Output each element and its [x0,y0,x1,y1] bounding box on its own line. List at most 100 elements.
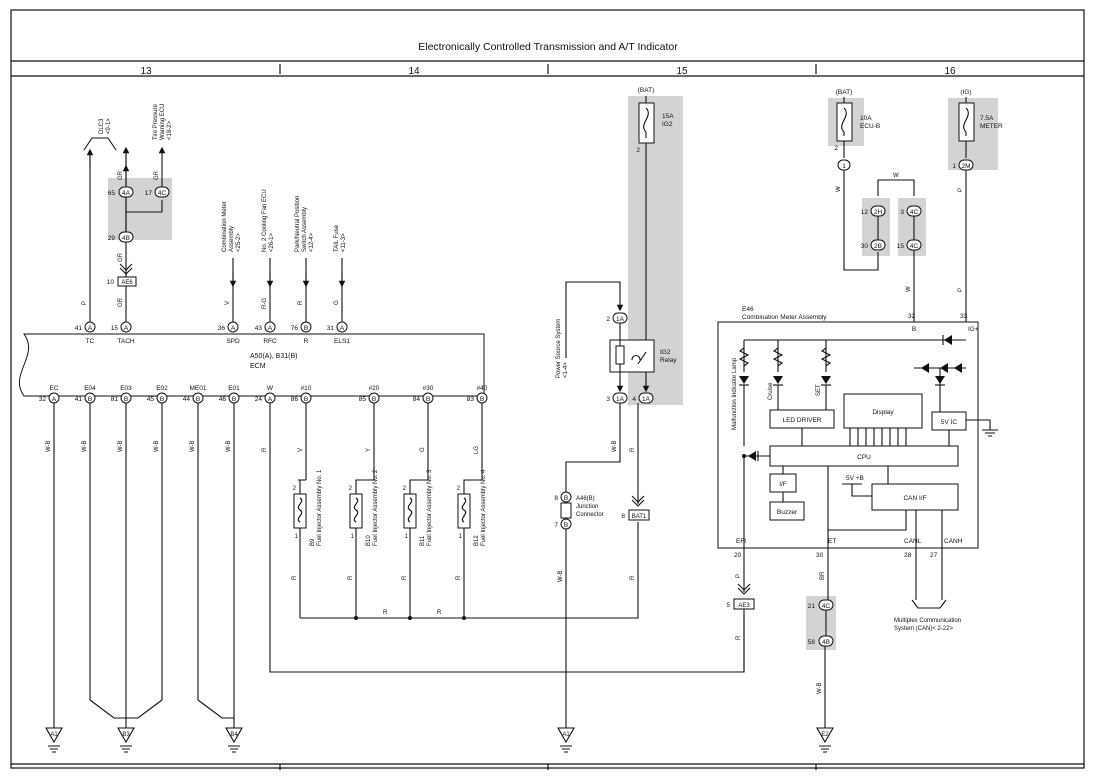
dest-pnp-line2: Switch Assembly [302,207,308,252]
pin-e01-conn-letter: B [232,396,236,403]
wire-color-inj3: G [420,447,426,452]
pin-e02-number: 45 [147,396,155,403]
wire-color-gr-a: GR [118,170,124,180]
ground-e2: E2 [821,732,829,738]
wire-color-e02: W-B [154,440,160,452]
dest-pnp-line3: <12-4> [309,232,315,252]
meter-code: E46 [742,306,754,313]
pin-tc-number: 41 [75,325,83,332]
section-16: 16 [944,66,956,77]
wire-color-p-efi: P [736,574,742,578]
junction-2-relay: 2 [606,316,610,323]
wire-color-e04: W-B [82,440,88,452]
pin-20-label: #20 [369,385,380,392]
connector-2b [870,239,886,251]
meter-label-et: ET [828,538,836,545]
dest-tail-line1: TAIL Fuse [334,224,340,252]
connector-4c-left [154,186,170,198]
power-source: Power Source System <1-4> [556,317,569,378]
section-14: 14 [408,66,420,77]
pin-r-label: R [304,338,309,345]
meter-label-canl: CANL [904,538,922,545]
connector-b-top-label: B [564,495,568,502]
meter-power: (BAT) 10A ECU-B 2 1 W (IG) 7.5A METER 2M… [834,89,1003,368]
junction-65: 65 [108,190,116,197]
dest-tpms-line1: Tire Pressure [153,104,159,140]
dest-dlc3-line2: <9-1> [106,118,112,134]
wire-color-rfc: R-G [262,298,268,309]
wire-color-e03: W-B [118,440,124,452]
pin-rfc-conn-letter: A [268,325,273,332]
ig2-relay-line1: IG2 [660,349,671,356]
pin-tach-number: 15 [111,325,119,332]
dest-meter-line2: Assembly [229,226,235,252]
multiplex-line1: Multiplex Communication [894,618,961,624]
wire-color-tach: GR [118,297,124,307]
ecm-name-line2: ECM [250,363,266,370]
pin-10-label: #10 [301,385,312,392]
injector-b10 [349,493,363,529]
fuse-meter-line1: 7.5A [980,115,994,122]
combination-meter: E46 Combination Meter Assembly 32 33 B I… [717,306,998,600]
pin-e01-label: E01 [228,385,240,392]
connector-1a-left-label: 1A [616,396,625,403]
wire-color-r-efi: R [736,635,742,640]
connector-4c-label: 4C [158,190,167,197]
wire-color-br: BR [820,571,826,580]
fuse-ecub-line2: ECU-B [860,123,880,130]
dest-meter-line3: <25-2> [236,232,242,252]
injector-b11 [403,493,417,529]
wire-color-tc: P [82,301,88,305]
connector-4c-e2-label: 4C [822,603,831,610]
injector-b12-code: B12 [474,535,480,546]
pin-rfc-label: RFC [263,338,277,345]
wire-color-inj2-low: R [348,575,354,580]
pin-me01-label: ME01 [190,385,207,392]
injector-b12-pin-top: 2 [457,486,461,492]
meter-pin-20: 20 [734,552,742,559]
dest-meter-line1: Combination Meter [222,201,228,252]
pin-spd-conn-letter: A [231,325,236,332]
junction-29: 29 [108,235,116,242]
pin-tach-conn-letter: A [124,325,129,332]
ecm: A50(A), B31(B) ECM [18,333,485,397]
wire-color-bus-1: R [383,610,388,616]
dest-pnp: Park/Neutral Position Switch Assembly <1… [295,194,315,252]
wire-color-me01: W-B [190,440,196,452]
wire-color-inj4-low: R [456,575,462,580]
section-15: 15 [676,66,688,77]
dest-meter: Combination Meter Assembly <25-2> [222,200,242,252]
junction-1-meter: 1 [952,163,956,170]
top-destinations: DLC3 <9-1> Tire Pressure Warning ECU <18… [99,104,347,252]
connector-bat1-label: BAT1 [632,514,647,520]
junction-connector-a46 [560,502,572,519]
connector-4c-top-label: 4C [910,209,919,216]
injector-b12 [457,493,471,529]
pin-tc-conn-letter: A [88,325,93,332]
injector-b9-code: B9 [310,538,316,546]
pin-spd-label: SPD [226,338,240,345]
wire-color-r: R [298,300,304,305]
wire-color-p-meter-low: P [958,288,964,292]
led-driver-label: LED DRIVER [782,417,821,424]
junction-4-relay: 4 [632,396,636,403]
junction-3: 3 [900,209,904,216]
wire-color-gr-b: GR [154,170,160,180]
vb-label: 5V +B [846,475,864,482]
pin-40-conn-letter: B [480,396,484,403]
junction-3-relay: 3 [606,396,610,403]
meter-pin-30: 30 [816,552,824,559]
ground-a1-mid: A1 [562,732,570,738]
connector-1a-right [638,392,654,404]
ground-b3: B3 [122,732,130,738]
pin-tc-connector [84,321,96,333]
fuse-ecub-src: (BAT) [836,89,853,96]
meter-label-canh: CANH [944,538,963,545]
injector-b9-pin-top: 2 [293,486,297,492]
wire-color-spd: V [225,301,231,305]
connector-2m-label: 2M [961,163,970,170]
wire-color-relay-wb: W-B [612,440,618,452]
pin-r-conn-letter: B [304,325,308,332]
pin-tach-connector [120,321,132,333]
